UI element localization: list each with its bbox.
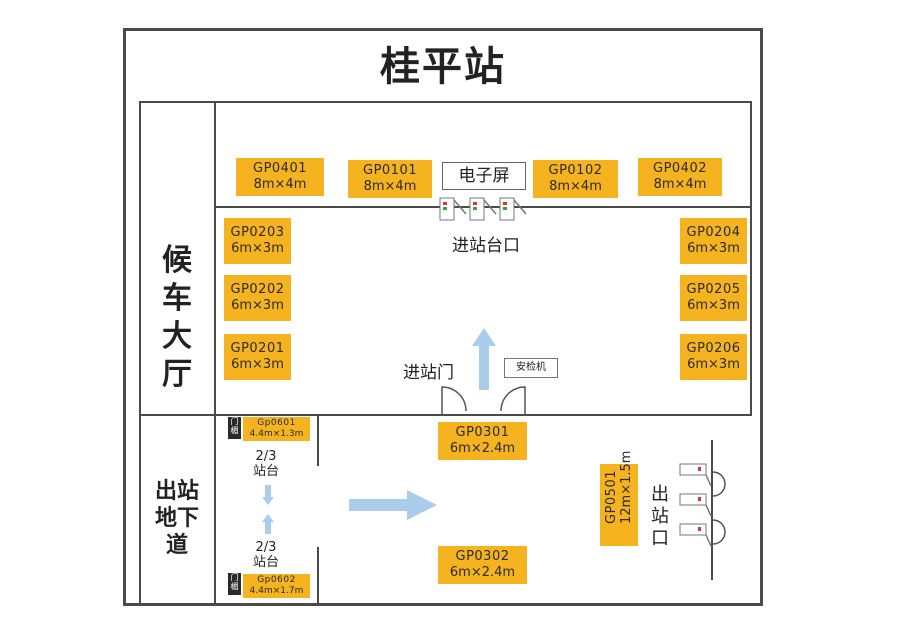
- ad-code: GP0203: [230, 225, 285, 240]
- ad-panel-gp0501: GP0501 12m×1.5m: [600, 450, 638, 546]
- ad-code: Gp0601: [257, 418, 296, 428]
- ad-panel-gp0201: GP0201 6m×3m: [224, 334, 291, 380]
- waiting-hall-label: 候车大厅: [143, 204, 211, 394]
- ad-size: 8m×4m: [363, 179, 417, 194]
- up-arrow-icon: [262, 514, 274, 534]
- ad-size: 4.4m×1.7m: [249, 586, 304, 596]
- exit-direction-arrow-icon: [349, 490, 437, 520]
- ad-size: 6m×3m: [687, 241, 740, 256]
- exit-label-text: 出站口: [651, 484, 669, 549]
- ad-code: GP0302: [455, 549, 510, 564]
- exit-turnstiles: [679, 463, 726, 547]
- exit-wall: [711, 440, 713, 580]
- ad-panel-gp0402: GP0402 8m×4m: [638, 158, 722, 196]
- ad-code: GP0401: [253, 161, 307, 176]
- label-column-divider: [214, 101, 216, 604]
- ad-size: 6m×3m: [231, 298, 284, 313]
- passage-wall-bottom: [317, 547, 319, 603]
- turnstile-icon: [679, 493, 707, 506]
- ad-size: 12m×1.5m: [619, 450, 634, 524]
- turnstile-icon: [469, 197, 485, 221]
- station-frame: [123, 28, 763, 606]
- ad-panel-gp0602: Gp0602 4.4m×1.7m: [243, 574, 310, 598]
- door-swing-icon: [712, 519, 726, 545]
- ad-code: GP0501: [604, 470, 619, 524]
- ad-size: 6m×2.4m: [449, 441, 516, 456]
- turnstile-icon: [439, 197, 455, 221]
- turnstile-icon: [679, 523, 707, 536]
- ad-code: GP0206: [686, 341, 741, 356]
- ad-code: GP0402: [653, 161, 707, 176]
- door-swing-icon: [441, 386, 467, 414]
- exit-passage-text: 出站地下道: [154, 479, 199, 558]
- ad-panel-gp0102: GP0102 8m×4m: [533, 160, 618, 198]
- exit-passage-label: 出站地下道: [143, 478, 211, 559]
- door-swing-icon: [500, 386, 526, 414]
- ad-panel-gp0101: GP0101 8m×4m: [348, 160, 432, 198]
- platform-23-label-bottom: 2/3 站台: [252, 540, 279, 570]
- ad-panel-gp0204: GP0204 6m×3m: [680, 218, 747, 264]
- platform-turnstiles: [439, 197, 527, 221]
- security-scanner: 安检机: [504, 358, 558, 378]
- ad-size: 6m×3m: [687, 357, 740, 372]
- platform-23-label-top: 2/3 站台: [252, 449, 279, 479]
- ad-size: 6m×3m: [687, 298, 740, 313]
- entry-gate-label: 进站门: [403, 363, 454, 383]
- ad-panel-gp0301: GP0301 6m×2.4m: [438, 422, 527, 460]
- ad-size: 8m×4m: [549, 179, 602, 194]
- ad-code: GP0101: [363, 163, 417, 178]
- ad-panel-gp0203: GP0203 6m×3m: [224, 218, 291, 264]
- ad-panel-gp0202: GP0202 6m×3m: [224, 275, 291, 321]
- passage-wall-top: [317, 416, 319, 466]
- ad-code: GP0102: [548, 163, 603, 178]
- entry-up-arrow-icon: [472, 328, 496, 390]
- door-header-tag-top: 门 楣: [228, 417, 241, 439]
- hall-passage-divider: [139, 414, 751, 416]
- electronic-screen: 电子屏: [442, 162, 526, 190]
- ad-size: 4.4m×1.3m: [249, 429, 304, 439]
- waiting-hall-text: 候车大厅: [162, 243, 192, 392]
- door-header-tag-bottom: 门 楣: [228, 573, 241, 595]
- ad-code: GP0205: [686, 282, 741, 297]
- ad-size: 6m×3m: [231, 357, 284, 372]
- ad-size: 6m×2.4m: [449, 565, 516, 580]
- ad-code: Gp0602: [257, 575, 296, 585]
- platform-entrance-label: 进站台口: [452, 236, 520, 256]
- ad-panel-gp0205: GP0205 6m×3m: [680, 275, 747, 321]
- ad-code: GP0301: [455, 425, 510, 440]
- ad-code: GP0202: [230, 282, 285, 297]
- turnstile-icon: [679, 463, 707, 476]
- ad-size: 8m×4m: [653, 177, 707, 192]
- ad-code: GP0201: [230, 341, 285, 356]
- turnstile-icon: [499, 197, 515, 221]
- entry-doors: [441, 386, 526, 414]
- right-wall: [750, 101, 752, 416]
- ad-panel-gp0206: GP0206 6m×3m: [680, 334, 747, 380]
- ad-code: GP0204: [686, 225, 741, 240]
- ad-vertical-text: GP0501 12m×1.5m: [604, 450, 634, 524]
- ad-panel-gp0601: Gp0601 4.4m×1.3m: [243, 417, 310, 441]
- top-divider: [139, 101, 751, 103]
- exit-label: 出站口: [648, 484, 672, 550]
- ad-panel-gp0401: GP0401 8m×4m: [236, 158, 324, 196]
- ad-panel-gp0302: GP0302 6m×2.4m: [438, 546, 527, 584]
- door-swing-icon: [712, 471, 726, 497]
- left-wall: [139, 101, 141, 604]
- ad-size: 8m×4m: [253, 177, 307, 192]
- station-title: 桂平站: [380, 44, 506, 90]
- down-arrow-icon: [262, 485, 274, 505]
- ad-size: 6m×3m: [231, 241, 284, 256]
